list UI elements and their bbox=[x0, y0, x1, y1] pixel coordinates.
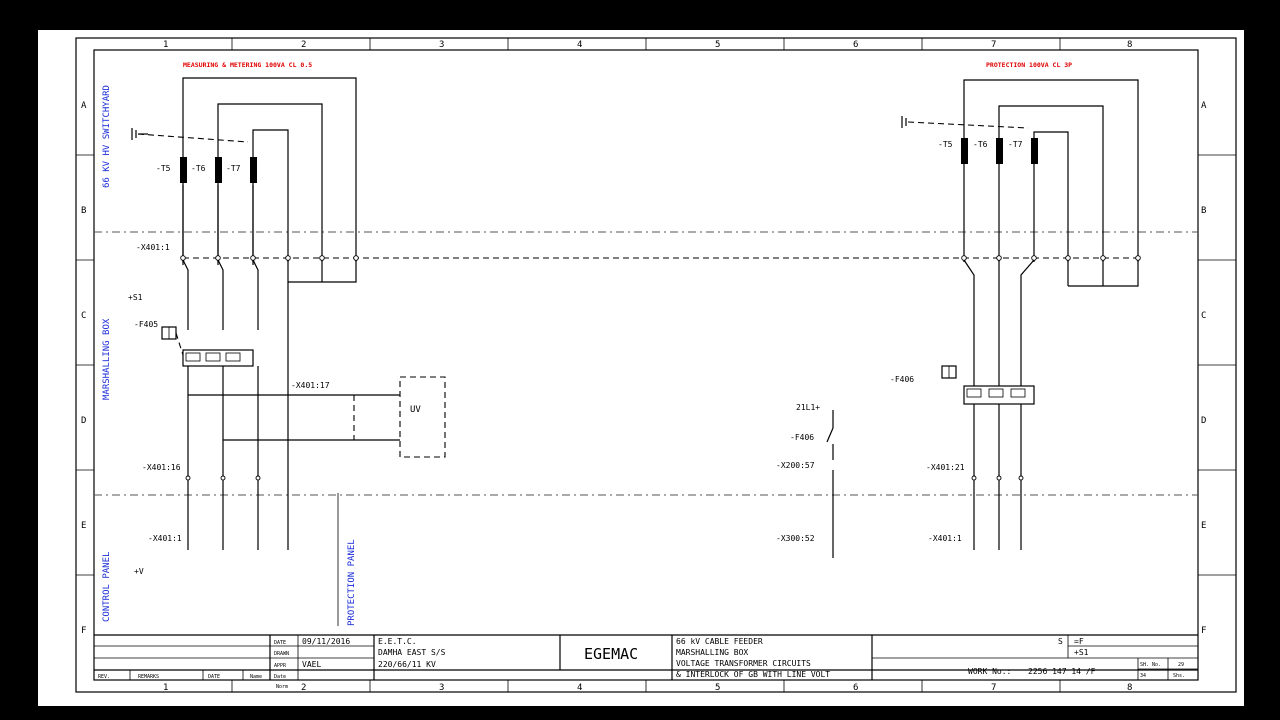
tb-date2-label: Date bbox=[274, 674, 286, 680]
section-marshalling: MARSHALLING BOX bbox=[102, 318, 112, 400]
tb-desc-3: VOLTAGE TRANSFORMER CIRCUITS bbox=[676, 659, 811, 668]
terminal-points-x401-16 bbox=[185, 475, 261, 481]
zone-row-label: E bbox=[1201, 521, 1206, 531]
terminal-x401-1-right: -X401:1 bbox=[928, 534, 962, 543]
zone-col-label: 8 bbox=[1127, 683, 1132, 693]
ct-t7r-label: -T7 bbox=[1008, 140, 1023, 149]
tb-appr-label: APPR bbox=[274, 663, 287, 669]
header-protection: PROTECTION 100VA CL 3P bbox=[986, 61, 1072, 69]
tb-s-label: S bbox=[1058, 637, 1063, 646]
tb-site: DAMHA EAST S/S bbox=[378, 648, 446, 657]
tb-appr-value: VAEL bbox=[302, 660, 321, 669]
zone-col-label: 4 bbox=[577, 40, 582, 50]
drawing-border bbox=[75, 37, 1237, 693]
tb-remarks-header: REMARKS bbox=[138, 674, 159, 680]
zone-col-label: 1 bbox=[163, 40, 168, 50]
zone-row-label: E bbox=[81, 521, 86, 531]
label-f406-aux: -F406 bbox=[790, 433, 814, 442]
tb-company: E.E.T.C. bbox=[378, 637, 417, 646]
tb-date-value: 09/11/2016 bbox=[302, 637, 350, 646]
ct-t7-label: -T7 bbox=[226, 164, 241, 173]
ct-t6-label: -T6 bbox=[191, 164, 206, 173]
header-measuring: MEASURING & METERING 100VA CL 0.5 bbox=[183, 61, 312, 69]
label-v-plus: +V bbox=[134, 567, 144, 576]
terminal-x401-1-panel: -X401:1 bbox=[148, 534, 182, 543]
label-s1: +S1 bbox=[128, 293, 143, 302]
mcb-f405 bbox=[182, 349, 254, 367]
tb-sheets-label: Shs. bbox=[1173, 673, 1185, 679]
measuring-wiring bbox=[131, 77, 357, 265]
terminal-x401-1: -X401:1 bbox=[136, 243, 170, 252]
zone-col-label: 6 bbox=[853, 40, 858, 50]
zone-col-label: 6 bbox=[853, 683, 858, 693]
column-labels-bottom: 1 2 3 4 5 6 7 8 bbox=[163, 683, 1132, 693]
zone-col-label: 3 bbox=[439, 40, 444, 50]
uv-relay-label: UV bbox=[410, 405, 421, 415]
zone-col-label: 3 bbox=[439, 683, 444, 693]
schematic-drawing: .ln { stroke: #000; stroke-width: 1.2; f… bbox=[75, 37, 1237, 693]
label-f405: -F405 bbox=[134, 320, 158, 329]
terminal-x200-57: -X200:57 bbox=[776, 461, 815, 470]
tb-name-header: Name bbox=[250, 674, 262, 680]
zone-col-label: 8 bbox=[1127, 40, 1132, 50]
terminal-x300-52: -X300:52 bbox=[776, 534, 815, 543]
tb-desc-4: & INTERLOCK OF GB WITH LINE VOLT bbox=[676, 670, 830, 679]
zone-row-label: D bbox=[1201, 416, 1206, 426]
ct-t5-label: -T5 bbox=[156, 164, 171, 173]
label-f406: -F406 bbox=[890, 375, 914, 384]
zone-col-label: 5 bbox=[715, 683, 720, 693]
tb-work-no: 2256 147 14 /F bbox=[1028, 667, 1096, 676]
terminal-x401-21: -X401:21 bbox=[926, 463, 965, 472]
tb-voltage: 220/66/11 KV bbox=[378, 660, 436, 669]
terminal-x401-16: -X401:16 bbox=[142, 463, 181, 472]
zone-col-label: 2 bbox=[301, 40, 306, 50]
row-labels: A B C D E F A B C D E F bbox=[81, 101, 1207, 636]
zone-col-label: 7 bbox=[991, 40, 996, 50]
tb-work-no-label: WORK No.: bbox=[968, 667, 1011, 676]
tb-date-header: DATE bbox=[208, 674, 220, 680]
zone-row-label: F bbox=[81, 626, 86, 636]
tb-f-code: =F bbox=[1074, 637, 1084, 646]
tb-date-label: DATE bbox=[274, 640, 286, 646]
tb-rev-header: REV. bbox=[98, 674, 110, 680]
zone-col-label: 1 bbox=[163, 683, 168, 693]
zone-col-label: 4 bbox=[577, 683, 582, 693]
column-labels-top: 1 2 3 4 5 6 7 8 bbox=[163, 40, 1132, 50]
title-block bbox=[94, 634, 1198, 680]
label-alarm: 21L1+ bbox=[796, 403, 820, 412]
zone-row-label: F bbox=[1201, 626, 1206, 636]
zone-row-label: C bbox=[81, 311, 86, 321]
section-protection-panel: PROTECTION PANEL bbox=[347, 539, 357, 626]
zone-row-label: B bbox=[81, 206, 86, 216]
zone-col-label: 5 bbox=[715, 40, 720, 50]
terminal-points-x401-21 bbox=[971, 475, 1024, 481]
uv-relay bbox=[399, 376, 446, 458]
zone-row-label: D bbox=[81, 416, 86, 426]
tb-sheets-value: 34 bbox=[1140, 673, 1146, 679]
section-control: CONTROL PANEL bbox=[102, 552, 112, 622]
tb-sh-label: SH. No. bbox=[1140, 662, 1161, 668]
zone-row-label: A bbox=[1201, 101, 1207, 111]
zone-row-label: B bbox=[1201, 206, 1206, 216]
protection-wiring bbox=[901, 79, 1139, 287]
section-switchyard: 66 KV HV SWITCHYARD bbox=[102, 85, 112, 188]
tb-logo: EGEMAC bbox=[584, 645, 638, 663]
tb-s1-code: +S1 bbox=[1074, 648, 1089, 657]
terminal-x401-17: -X401:17 bbox=[291, 381, 330, 390]
zone-row-label: C bbox=[1201, 311, 1206, 321]
zone-col-label: 2 bbox=[301, 683, 306, 693]
tb-norm-header: Norm bbox=[276, 684, 288, 690]
tb-drawn-label: DRAWN bbox=[274, 651, 289, 657]
ct-t6r-label: -T6 bbox=[973, 140, 988, 149]
drawing-sheet: .ln { stroke: #000; stroke-width: 1.2; f… bbox=[38, 30, 1244, 706]
zone-row-label: A bbox=[81, 101, 87, 111]
tb-sh-no: 29 bbox=[1178, 662, 1184, 668]
ct-t5r-label: -T5 bbox=[938, 140, 953, 149]
tb-desc-1: 66 kV CABLE FEEDER bbox=[676, 637, 763, 646]
zone-col-label: 7 bbox=[991, 683, 996, 693]
tb-desc-2: MARSHALLING BOX bbox=[676, 648, 748, 657]
